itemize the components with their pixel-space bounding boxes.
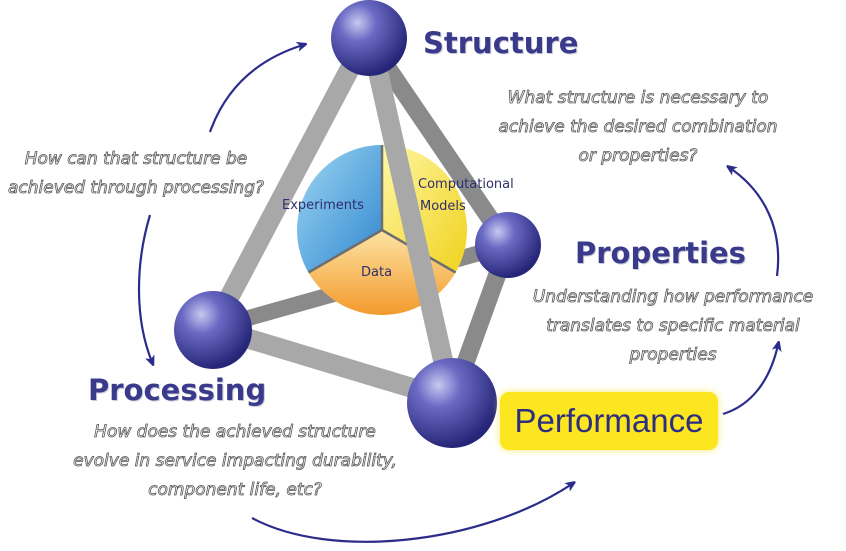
label-properties: Properties (575, 236, 746, 270)
sphere-properties (475, 212, 541, 278)
question-properties-line-2: translates to specific material (546, 316, 800, 337)
rod-structure-properties (363, 36, 517, 254)
pie-label-models: Models (420, 199, 466, 214)
pie-label-experiments: Experiments (282, 198, 364, 213)
rod-structure-performance (362, 35, 462, 410)
question-performance: How does the achieved structure evolve i… (60, 418, 410, 505)
pie-slice-experiments (297, 145, 382, 273)
arrow-question-to-processing (137, 214, 152, 362)
pie-label-computational: Computational (418, 177, 514, 192)
arrow-processing-to-structure (208, 45, 303, 133)
question-structure: What structure is necessary to achieve t… (478, 84, 798, 171)
rod-structure-processing (203, 30, 375, 338)
question-performance-line-3: component life, etc? (148, 480, 323, 501)
question-properties: Understanding how performance translates… (514, 283, 832, 370)
arrow-processing-to-performance (251, 484, 572, 543)
sphere-processing (174, 291, 252, 369)
performance-highlight-box: Performance (500, 392, 718, 450)
center-pie (297, 145, 467, 315)
label-processing: Processing (88, 373, 267, 407)
arrow-performance-to-properties (722, 345, 778, 416)
question-structure-line-2: achieve the desired combination (498, 117, 778, 138)
pie-label-data: Data (361, 265, 393, 280)
question-structure-line-3: or properties? (578, 146, 698, 167)
arrow-properties-to-structure (730, 168, 780, 277)
question-processing-line-1: How can that structure be (24, 149, 248, 170)
label-structure: Structure (423, 26, 579, 60)
label-performance: Performance (514, 402, 704, 439)
question-processing: How can that structure be achieved throu… (0, 145, 272, 203)
sphere-performance (407, 358, 497, 448)
sphere-structure (331, 0, 407, 76)
question-performance-line-2: evolve in service impacting durability, (73, 451, 398, 472)
question-properties-line-1: Understanding how performance (532, 287, 814, 308)
question-performance-line-1: How does the achieved structure (94, 422, 376, 443)
question-processing-line-2: achieved through processing? (7, 178, 265, 199)
question-structure-line-1: What structure is necessary to (507, 88, 769, 109)
question-properties-line-3: properties (629, 345, 717, 366)
